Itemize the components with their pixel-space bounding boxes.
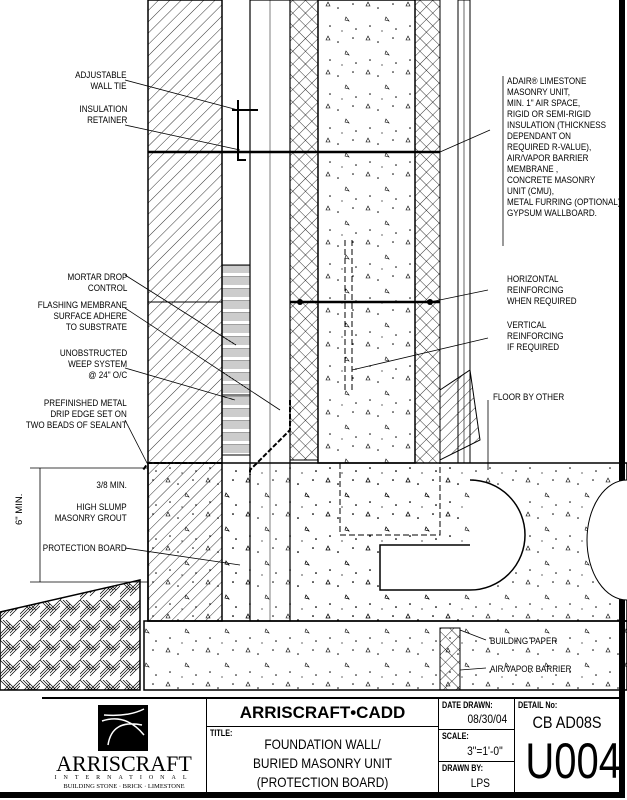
- mortar-drop-control: [221, 264, 251, 396]
- callout-floor-by-other: FLOOR BY OTHER: [493, 392, 565, 403]
- cmu-face-shell: [414, 0, 441, 464]
- logo-tagline: BUILDING STONE · BRICK · LIMESTONE: [63, 783, 185, 790]
- callout-air-vapor-barrier: AIR/VAPOR BARRIER: [490, 664, 572, 675]
- callout-insulation-retainer: INSULATION RETAINER: [79, 104, 127, 126]
- detail-code: CB AD08S: [532, 713, 602, 732]
- adjustable-wall-tie: [232, 100, 258, 161]
- vertical-reinforcing: [344, 240, 353, 390]
- floor-by-other: [439, 369, 481, 461]
- logo-area: ARRISCRAFT INTERNATIONAL BUILDING STONE …: [42, 699, 206, 794]
- callout-protection-board: PROTECTION BOARD: [43, 543, 127, 554]
- dimension-6in: 6" MIN.: [14, 493, 25, 525]
- drawn-by-label: DRAWN BY:: [442, 763, 484, 773]
- title-label: TITLE:: [210, 728, 233, 738]
- callout-horizontal-reinforcing: HORIZONTAL REINFORCING WHEN REQUIRED: [507, 274, 577, 307]
- title-block: ARRISCRAFT INTERNATIONAL BUILDING STONE …: [42, 697, 622, 794]
- logo-name: ARRISCRAFT: [56, 751, 192, 776]
- callout-masonry-grout: HIGH SLUMP MASONRY GROUT: [55, 502, 127, 524]
- rigid-insulation: [289, 0, 319, 461]
- title-line: (PROTECTION BOARD): [256, 774, 389, 790]
- title-line: BURIED MASONRY UNIT: [252, 755, 393, 771]
- callout-mortar-drop-control: MORTAR DROP CONTROL: [67, 272, 127, 294]
- cmu: [317, 0, 416, 464]
- date-value: 08/30/04: [467, 712, 508, 726]
- drawn-by-value: LPS: [470, 776, 490, 790]
- logo-sub: INTERNATIONAL: [54, 775, 194, 781]
- leader-lines: [30, 79, 491, 671]
- date-label: DATE DRAWN:: [442, 700, 493, 710]
- callout-building-paper: BUILDING PAPER: [490, 636, 558, 647]
- detail-number: U004: [525, 733, 622, 789]
- stone-veneer: [147, 0, 223, 464]
- callout-flashing-membrane: FLASHING MEMBRANE SURFACE ADHERE TO SUBS…: [37, 300, 127, 333]
- callout-drip-edge: PREFINISHED METAL DRIP EDGE SET ON TWO B…: [26, 398, 127, 431]
- drawing-title: FOUNDATION WALL/ BURIED MASONRY UNIT (PR…: [224, 735, 420, 792]
- brand-header: ARRISCRAFT•CADD: [239, 703, 406, 722]
- callout-weep-system: UNOBSTRUCTED WEEP SYSTEM @ 24" O/C: [59, 348, 127, 381]
- detail-label: DETAIL No:: [518, 700, 558, 710]
- callout-adjustable-wall-tie: ADJUSTABLE WALL TIE: [75, 70, 127, 92]
- scale-value: 3"=1'-0": [467, 744, 503, 758]
- arriscraft-logo-icon: [98, 705, 148, 751]
- callout-min-gap: 3/8 MIN.: [96, 480, 127, 491]
- scale-label: SCALE:: [442, 731, 469, 741]
- title-line: FOUNDATION WALL/: [264, 736, 381, 752]
- callout-vertical-reinforcing: VERTICAL REINFORCING IF REQUIRED: [507, 320, 564, 353]
- floor-slab-edge: [379, 479, 526, 591]
- section-drawing: [0, 0, 627, 691]
- grade: [0, 579, 141, 691]
- callout-wall-assembly: ADAIR® LIMESTONE MASONRY UNIT, MIN. 1" A…: [507, 76, 623, 219]
- footing: [143, 620, 627, 691]
